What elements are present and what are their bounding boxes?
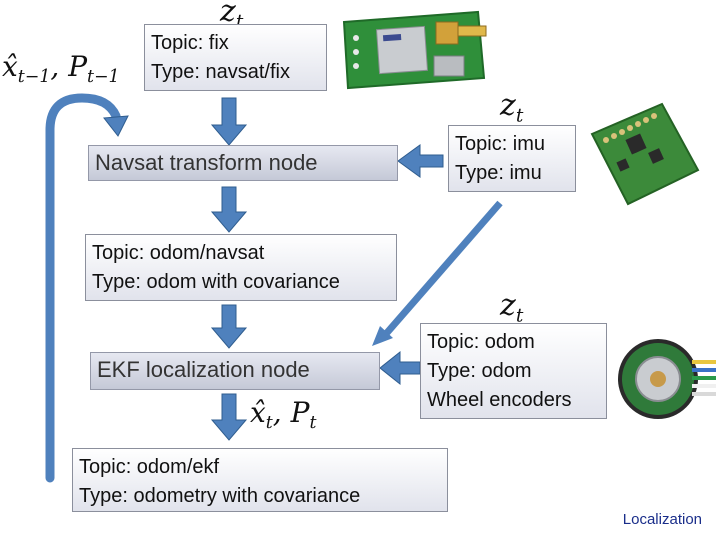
ekf-topic-box: Topic: odom/ekf Type: odometry with cova… xyxy=(72,448,448,512)
fix-type: Type: navsat/fix xyxy=(151,61,290,83)
ekf-topic: Topic: odom/ekf xyxy=(79,456,220,478)
z-label-fix: zt xyxy=(220,0,244,33)
z-label-odom: zt xyxy=(500,288,524,327)
imu-type: Type: imu xyxy=(455,162,542,184)
ekf-localization-node: EKF localization node xyxy=(90,352,380,390)
ekf-type: Type: odometry with covariance xyxy=(79,485,361,507)
odom-navsat-type: Type: odom with covariance xyxy=(92,271,340,293)
feedback-loop-arrowhead xyxy=(103,115,129,137)
fix-topic: Topic: fix xyxy=(151,32,229,54)
imu-board-icon xyxy=(590,102,700,206)
arrow-imu-to-ekf xyxy=(382,200,503,338)
navsat-transform-node: Navsat transform node xyxy=(88,145,398,181)
prior-state-label: x̂t−1, Pt−1 xyxy=(2,50,120,88)
feedback-loop-arrow xyxy=(45,93,121,483)
arrow-odomnavsat-to-ekf xyxy=(210,304,248,349)
odom-navsat-topic: Topic: odom/navsat xyxy=(92,242,265,264)
arrow-imu-to-navsat xyxy=(397,144,444,178)
z-label-imu: zt xyxy=(500,88,524,127)
posterior-state-label: x̂t, Pt xyxy=(250,396,317,434)
odom-topic-box: Topic: odom Type: odom Wheel encoders xyxy=(420,323,607,419)
odom-extra: Wheel encoders xyxy=(427,389,572,411)
imu-topic-box: Topic: imu Type: imu xyxy=(448,125,576,192)
arrow-fix-to-navsat xyxy=(210,97,248,146)
imu-topic: Topic: imu xyxy=(455,133,546,155)
footer-label: Localization xyxy=(622,511,702,528)
odom-topic: Topic: odom xyxy=(427,331,535,353)
arrow-ekf-to-output xyxy=(210,393,248,441)
arrow-odom-to-ekf xyxy=(379,350,421,386)
fix-topic-box: Topic: fix Type: navsat/fix xyxy=(144,24,327,91)
odom-type: Type: odom xyxy=(427,360,532,382)
gps-module-icon xyxy=(342,10,487,90)
wheel-encoder-icon xyxy=(618,339,716,419)
odom-navsat-topic-box: Topic: odom/navsat Type: odom with covar… xyxy=(85,234,397,301)
arrow-navsat-to-odomnavsat xyxy=(210,186,248,233)
